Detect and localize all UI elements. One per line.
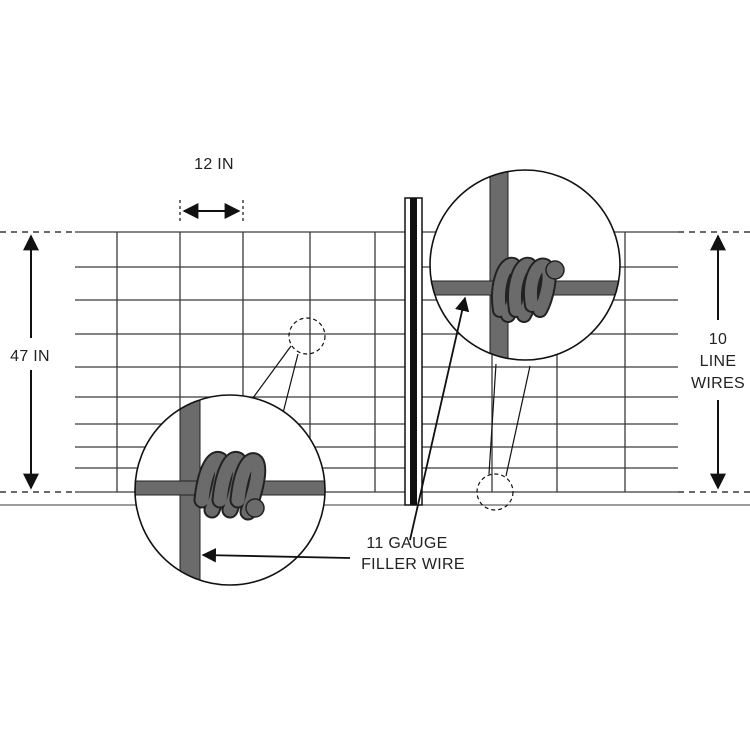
fence-post [404, 197, 423, 506]
detail-marker-right [476, 473, 514, 511]
knot-coil-right [491, 256, 557, 323]
knot-coil-left [193, 450, 267, 521]
magnifier-pointers [249, 345, 531, 477]
knot-detail-right [429, 169, 621, 361]
detail-marker-left [288, 317, 326, 355]
line-wires-label-1: 10 [709, 331, 727, 348]
filler-wire-label-1: 11 GAUGE [366, 535, 447, 552]
height-label: 47 IN [10, 348, 50, 365]
filler-wire-label-2: FILLER WIRE [361, 556, 465, 573]
spacing-dimension: 12 IN [179, 156, 244, 222]
filler-wire-callouts: 11 GAUGE FILLER WIRE [201, 296, 470, 573]
filler-arrow-to-left-knot [201, 548, 351, 563]
height-dimension: 47 IN [10, 234, 50, 490]
height-extent-lines [0, 231, 750, 493]
filler-arrow-to-right-knot [409, 296, 470, 541]
line-wires-label-3: WIRES [691, 375, 745, 392]
knot-detail-left [134, 394, 326, 586]
spacing-label: 12 IN [194, 156, 234, 173]
line-wires-dimension: 10 LINE WIRES [691, 234, 745, 490]
line-wires-label-2: LINE [700, 353, 737, 370]
